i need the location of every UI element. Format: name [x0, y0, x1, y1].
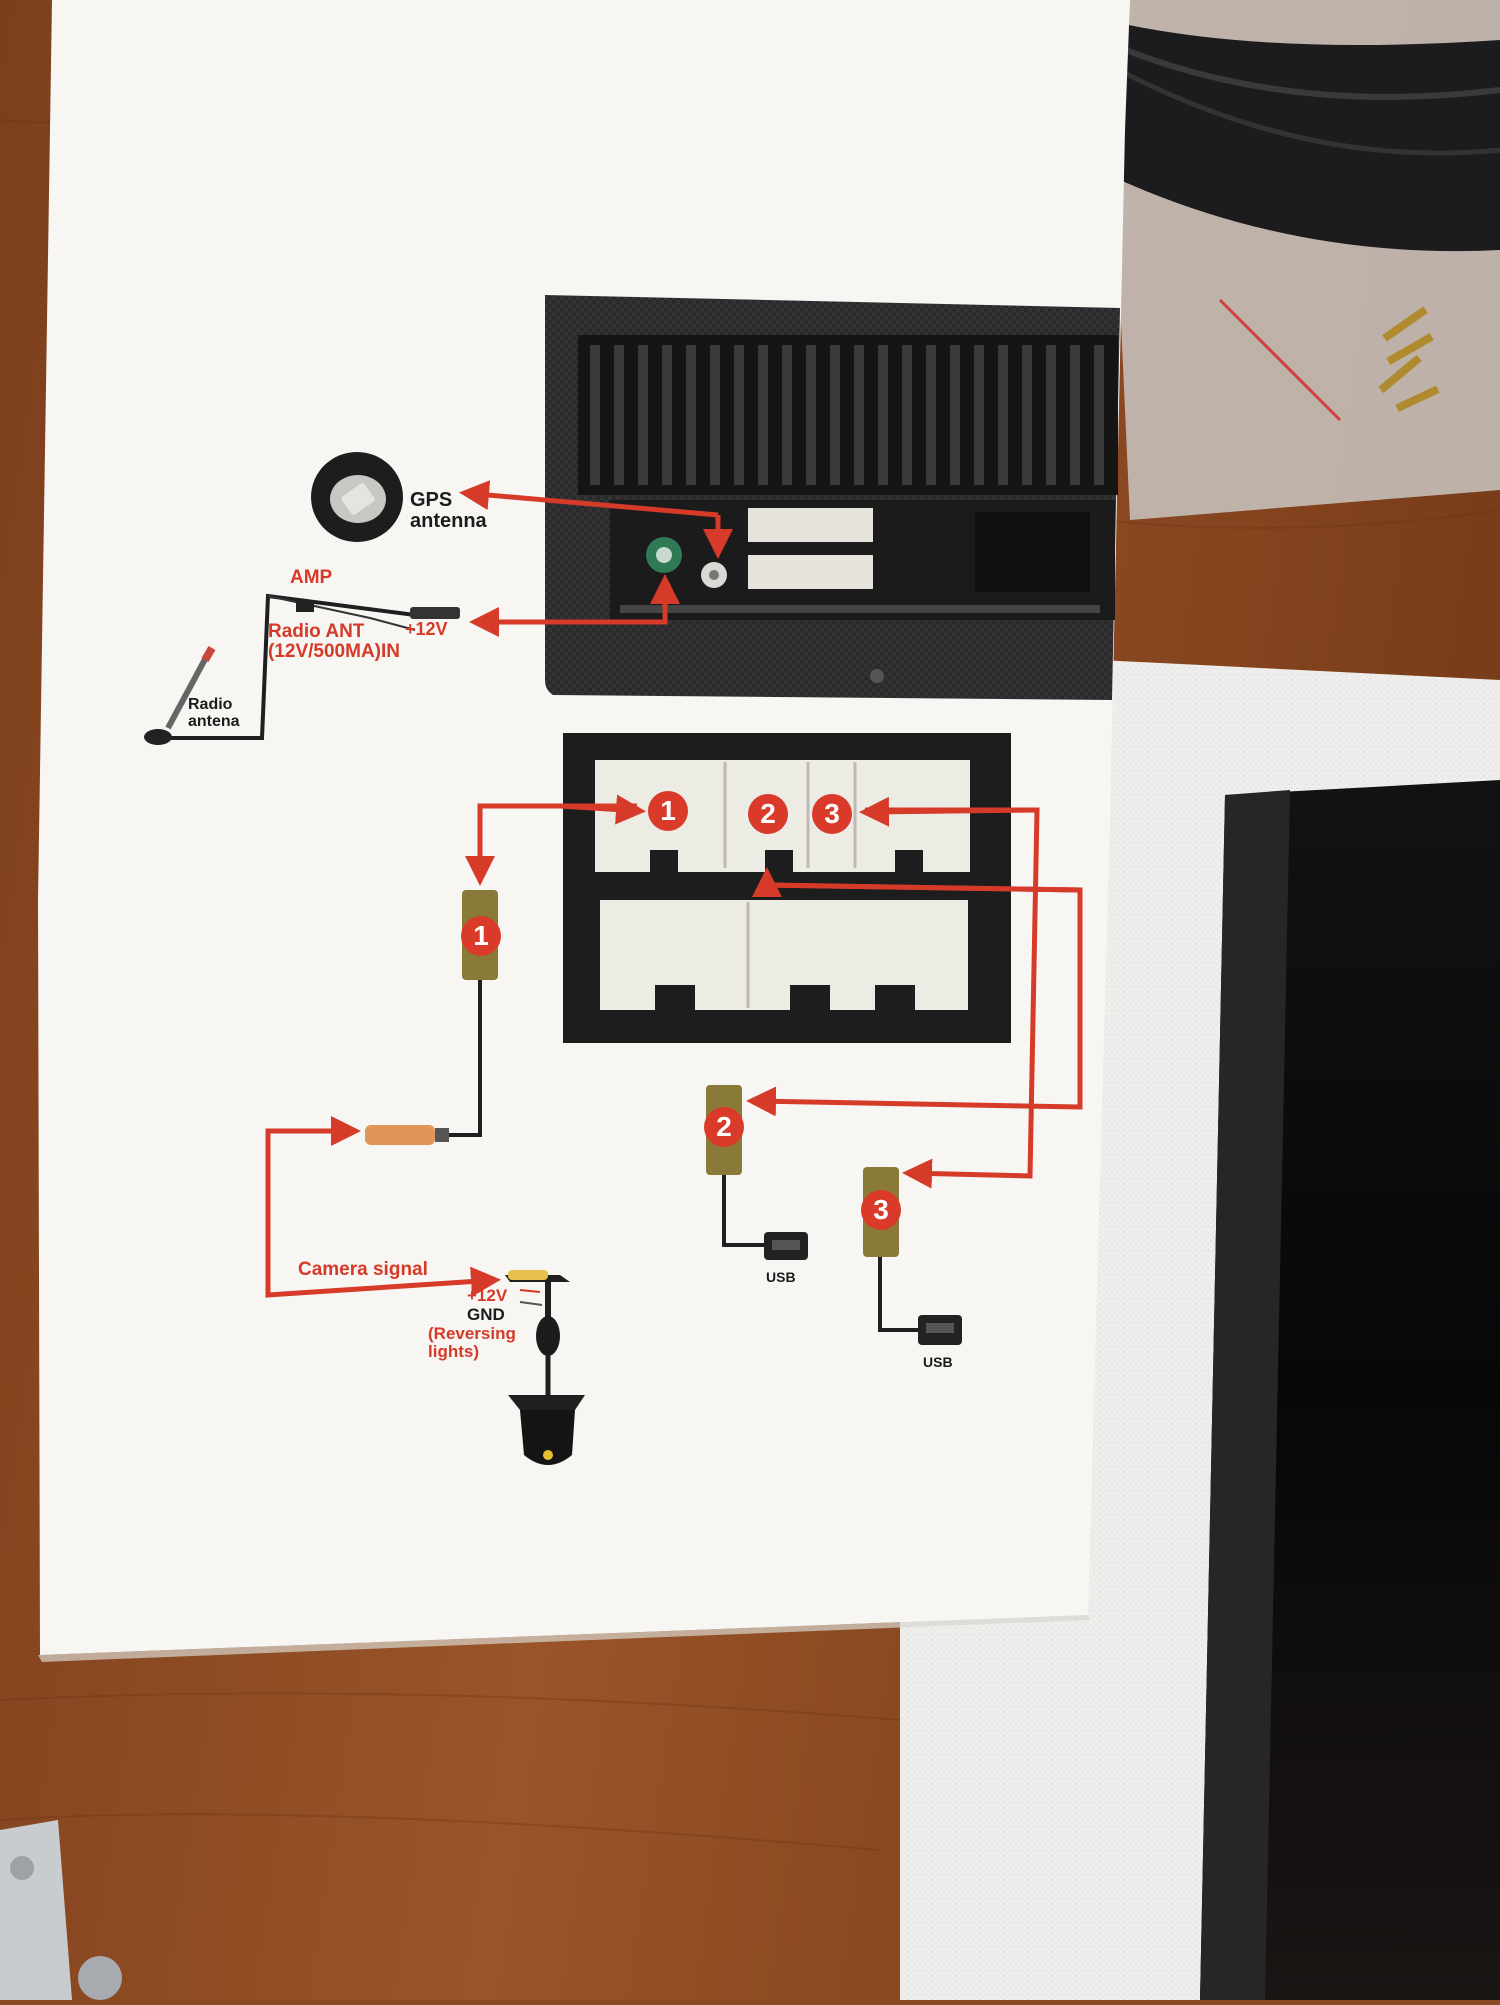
- usb-connector-icon: [764, 1232, 808, 1260]
- radio-antenna-icon: [144, 593, 460, 745]
- reversing-camera-icon: [505, 1270, 585, 1465]
- usb-label-3: USB: [923, 1354, 953, 1370]
- rca-connector-icon: [365, 1125, 449, 1145]
- callout-3-lead: 3: [861, 1190, 901, 1230]
- usb-label-2: USB: [766, 1269, 796, 1285]
- radio-antenna-label: Radio antena: [188, 696, 240, 730]
- metal-bracket: [0, 1820, 122, 2000]
- radio-ant-label: Radio ANT (12V/500MA)IN: [268, 621, 400, 662]
- plus12v-amp-label: +12V: [405, 619, 448, 639]
- callout-2-lead: 2: [704, 1107, 744, 1147]
- callout-1-connector: 1: [648, 791, 688, 831]
- gps-antenna-label: GPS antenna: [410, 489, 487, 532]
- camera-signal-label: Camera signal: [298, 1259, 428, 1280]
- callout-2-connector: 2: [748, 794, 788, 834]
- wiring-arrows: [265, 480, 1083, 1298]
- callout-1-lead: 1: [461, 916, 501, 956]
- reversing-lights-label: (Reversing lights): [428, 1324, 516, 1361]
- callout-3-connector: 3: [812, 794, 852, 834]
- usb-connector-icon: [918, 1315, 962, 1345]
- gps-antenna-icon: [311, 452, 403, 542]
- head-unit-rear: [545, 295, 1120, 700]
- screen-panel: [1200, 780, 1500, 2000]
- plastic-bag: [1020, 0, 1500, 520]
- gnd-label: GND: [467, 1305, 505, 1324]
- plus12v-camera-label: +12V: [467, 1286, 508, 1305]
- amp-label: AMP: [290, 567, 333, 588]
